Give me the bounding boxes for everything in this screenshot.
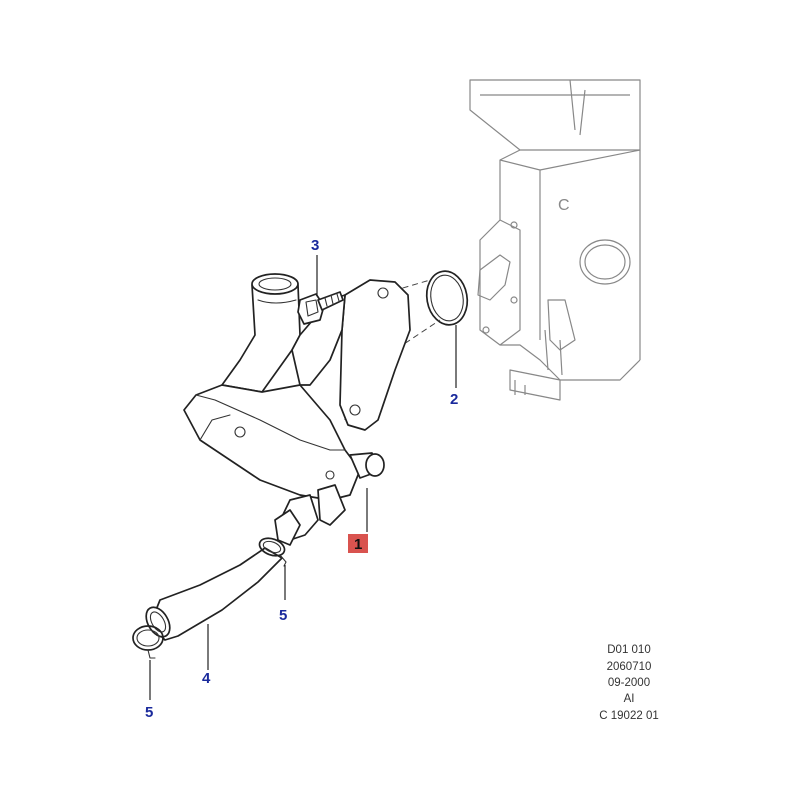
callout-5-upper: 5 <box>279 607 287 624</box>
callout-1-highlight <box>348 534 368 553</box>
svg-text:C: C <box>558 197 570 214</box>
reference-line-5: C 19022 01 <box>599 710 658 722</box>
callout-2: 2 <box>450 391 458 408</box>
hose-part <box>145 547 283 641</box>
callout-4: 4 <box>202 670 211 687</box>
hose-clamp-lower <box>132 625 164 659</box>
bolt-part <box>297 291 344 325</box>
hose-clamp-upper <box>258 537 287 567</box>
reference-line-4: AI <box>624 693 635 705</box>
reference-line-1: D01 010 <box>607 644 650 656</box>
reference-line-2: 2060710 <box>607 661 652 673</box>
callout-3: 3 <box>311 237 319 254</box>
reference-codes: D01 010 2060710 09-2000 AI C 19022 01 <box>599 644 658 722</box>
gasket-part <box>425 270 469 326</box>
callout-5-lower: 5 <box>145 704 153 721</box>
callout-labels: 3 2 1 4 5 5 <box>145 237 458 721</box>
thermostat-housing-part <box>183 273 411 546</box>
callout-1: 1 <box>354 536 362 553</box>
reference-line-3: 09-2000 <box>608 677 650 689</box>
engine-block: C <box>469 79 641 401</box>
leader-lines <box>149 255 457 700</box>
